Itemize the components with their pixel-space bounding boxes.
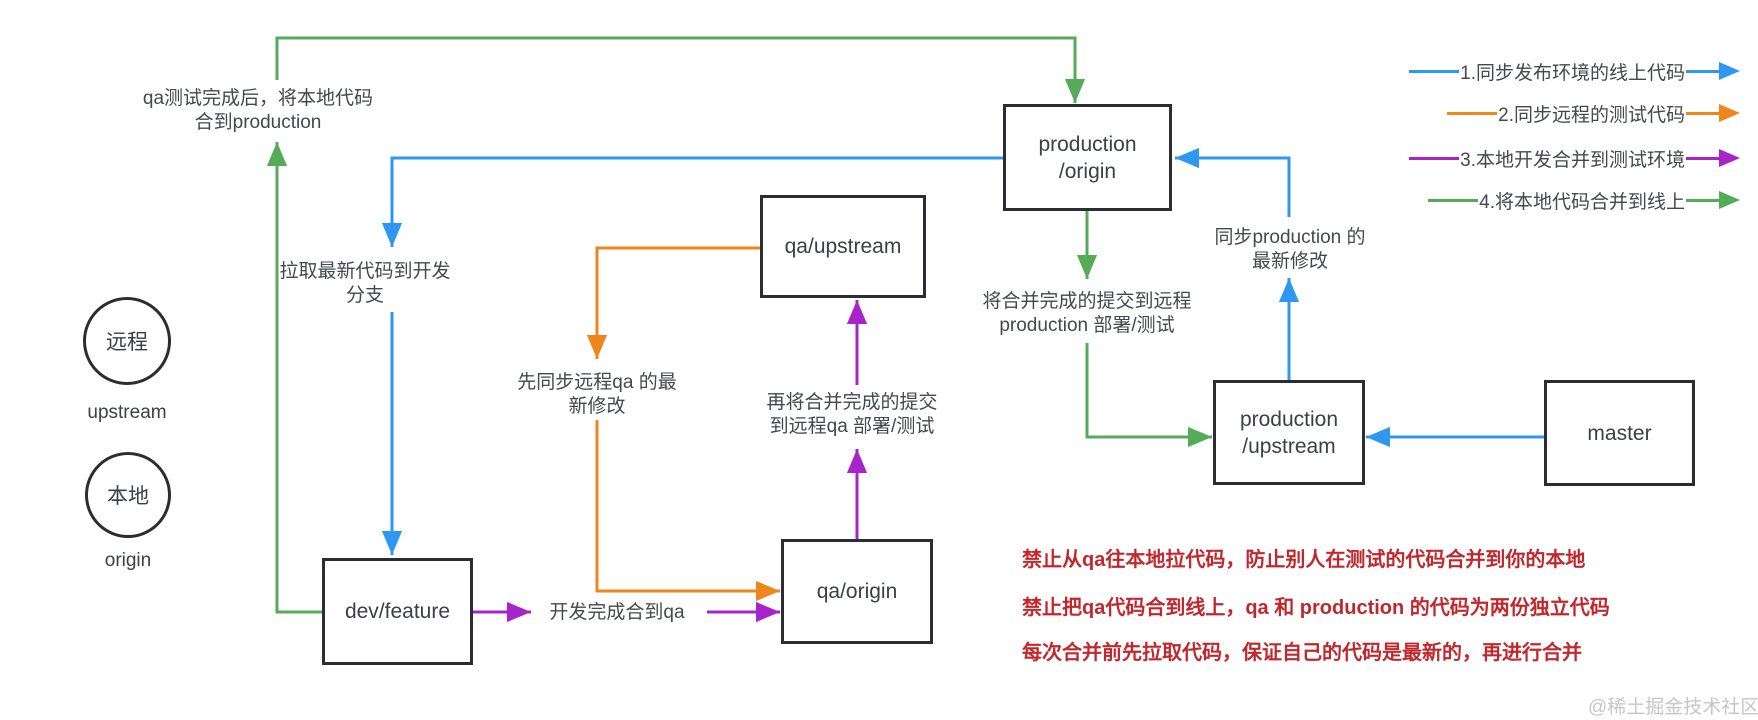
edge-sync-remote-qa-1 [586,246,760,359]
legend-label: 4.将本地代码合并到线上 [1479,191,1685,213]
edge-sync-production-latest-2 [1175,147,1291,217]
label-sync-remote-qa: 先同步远程qa 的最 新修改 [517,372,677,417]
legend-line-blue [1409,69,1460,73]
edge-local-merge-to-production-2 [275,36,1086,103]
label-sync-production-latest: 同步production 的 最新修改 [1214,227,1366,272]
legend-line-purple [1409,156,1460,160]
legend-label: 2.同步远程的测试代码 [1498,104,1685,126]
legend-item-local-merge-test: 3.本地开发合并到测试环境 [1409,145,1740,171]
legend-line-purple [1686,156,1719,160]
circle-remote: 远程 [83,297,171,385]
legend-line-orange [1447,111,1498,115]
node-dev-feature: dev/feature [322,558,473,665]
watermark-juejin: @稀土掘金技术社区 [1588,697,1758,718]
label-dev-done-merge-qa: 开发完成合到qa [549,602,685,623]
legend-item-sync-online-code: 1.同步发布环境的线上代码 [1409,58,1740,84]
node-production-upstream: production /upstream [1213,380,1365,485]
label-push-to-remote-qa: 再将合并完成的提交 到远程qa 部署/测试 [766,392,938,437]
circle-local: 本地 [85,452,171,538]
legend-line-blue [1686,69,1719,73]
edge-local-merge-to-production-1 [266,142,322,614]
edge-push-production-deploy-2 [1085,343,1212,448]
legend-line-green [1428,198,1479,202]
arrow-right-icon [1719,104,1740,122]
node-qa-origin: qa/origin [781,539,933,644]
node-master: master [1544,380,1695,486]
node-qa-upstream: qa/upstream [760,195,926,298]
edge-pull-latest-to-dev-1 [381,156,1003,247]
edge-sync-remote-qa-2 [595,420,780,602]
node-production-origin: production /origin [1003,104,1172,211]
caption-remote-upstream: upstream [87,402,167,423]
note-no-pull-from-qa: 禁止从qa往本地拉代码，防止别人在测试的代码合并到你的本地 [1022,549,1586,571]
label-push-to-remote-production: 将合并完成的提交到远程 production 部署/测试 [982,291,1192,336]
legend-item-sync-remote-test-code: 2.同步远程的测试代码 [1447,100,1740,126]
legend-label: 1.同步发布环境的线上代码 [1460,62,1685,84]
label-merge-to-production: qa测试完成后，将本地代码 合到production [142,88,374,133]
legend-item-local-merge-online: 4.将本地代码合并到线上 [1428,187,1740,213]
legend-label: 3.本地开发合并到测试环境 [1460,149,1685,171]
arrow-right-icon [1719,149,1740,167]
caption-local-origin: origin [104,550,152,571]
label-pull-latest-to-dev: 拉取最新代码到开发 分支 [279,261,451,306]
legend-line-orange [1686,111,1719,115]
note-pull-before-merge: 每次合并前先拉取代码，保证自己的代码是最新的，再进行合并 [1022,642,1582,664]
arrow-right-icon [1719,191,1740,209]
arrow-right-icon [1719,62,1740,80]
note-no-merge-qa-to-online: 禁止把qa代码合到线上，qa 和 production 的代码为两份独立代码 [1022,597,1610,619]
legend-line-green [1686,198,1719,202]
